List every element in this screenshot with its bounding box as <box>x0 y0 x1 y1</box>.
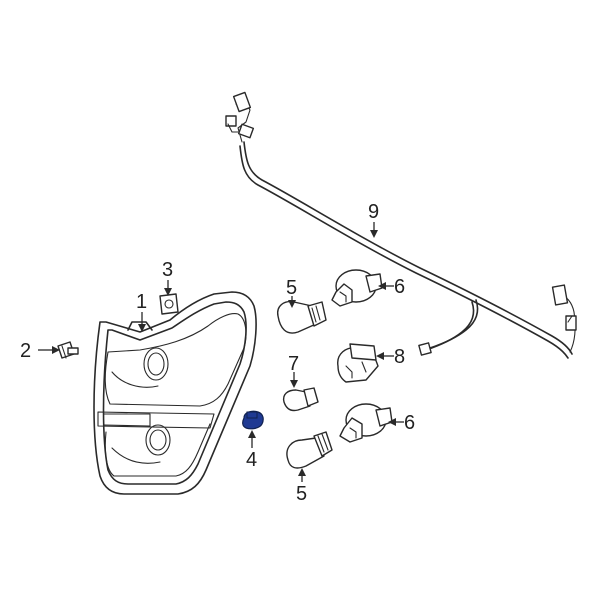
callout-labels: 1 2 3 4 5 5 6 6 7 8 9 <box>20 201 415 505</box>
callout-5-upper: 5 <box>286 277 297 299</box>
bolt[interactable] <box>57 341 79 359</box>
callout-8: 8 <box>394 346 405 368</box>
callout-4: 4 <box>246 449 257 471</box>
bulb-lower[interactable] <box>286 431 333 469</box>
leader-lines <box>38 222 404 482</box>
callout-6-upper: 6 <box>394 276 405 298</box>
callout-5-lower: 5 <box>296 483 307 505</box>
bulb-small[interactable] <box>282 387 319 412</box>
callout-7: 7 <box>288 353 299 375</box>
callout-2: 2 <box>20 340 31 362</box>
callout-1: 1 <box>136 291 147 313</box>
lamp-socket-highlighted[interactable] <box>242 410 264 430</box>
socket-upper[interactable] <box>331 269 383 307</box>
callout-6-lower: 6 <box>404 412 415 434</box>
socket-lower[interactable] <box>339 403 393 443</box>
tail-lamp-assembly[interactable] <box>93 291 257 495</box>
nut-clip[interactable] <box>159 293 179 315</box>
bulb-upper[interactable] <box>277 300 327 334</box>
callout-3: 3 <box>162 259 173 281</box>
wiring-harness[interactable] <box>225 91 577 359</box>
socket-middle[interactable] <box>337 343 379 383</box>
callout-9: 9 <box>368 201 379 223</box>
